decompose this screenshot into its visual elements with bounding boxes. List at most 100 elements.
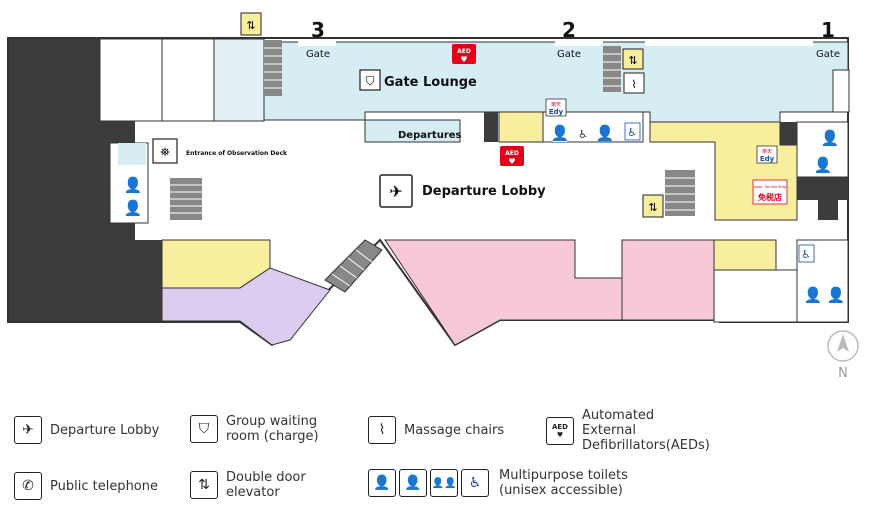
left-dark-block <box>9 39 162 321</box>
lounge-white-2 <box>555 40 603 46</box>
svg-text:楽天: 楽天 <box>762 148 772 155</box>
male-glyph-left: 👤 <box>124 199 143 217</box>
svg-text:♥: ♥ <box>508 157 515 166</box>
female-glyph-center: 👤 <box>596 124 615 142</box>
svg-text:Edy: Edy <box>760 155 775 163</box>
pink-shop-2 <box>621 239 715 321</box>
observation-icon <box>152 138 178 164</box>
group-waiting-glyph: ⛉ <box>365 74 374 88</box>
gate-2-label: Gate <box>557 49 581 60</box>
legend-phone-text: Public telephone <box>50 478 158 494</box>
accessible-toilet-icon: ♿ <box>461 469 489 497</box>
svg-text:楽天: 楽天 <box>551 101 561 108</box>
legend-elevator-line2: elevator <box>226 485 280 500</box>
stairs-lobby-right <box>665 170 695 216</box>
gate-3-label: Gate <box>306 49 330 60</box>
baby-glyph-center: ♿ <box>578 128 588 141</box>
aed-badge-lounge: AED ♥ <box>452 44 476 64</box>
legend-toilet-line2: (unisex accessible) <box>499 483 623 498</box>
accessible-glyph-right: ♿ <box>801 248 811 261</box>
elevator-glyph-lobby: ⇅ <box>648 201 657 214</box>
male-glyph-center: 👤 <box>551 124 570 142</box>
departures-label: Departures <box>398 130 462 141</box>
room-right-bottom-2 <box>713 269 798 323</box>
svg-text:Japan. Tax-free Shop: Japan. Tax-free Shop <box>753 185 787 189</box>
massage-chair-icon: ⌇ <box>368 416 396 444</box>
purple-shop <box>161 267 331 346</box>
elevator-glyph-lounge: ⇅ <box>628 54 637 67</box>
massage-icon <box>623 72 645 94</box>
observation-glyph: ⛯ <box>160 145 170 159</box>
gate-3-number: 3 <box>311 18 325 42</box>
phone-icon: ✆ <box>14 472 42 500</box>
dark-block-right-2 <box>780 122 797 145</box>
legend-elevator-line1: Double door <box>226 470 306 485</box>
elevator-icon-top <box>240 12 262 36</box>
female-glyph-left: 👤 <box>124 176 143 194</box>
gate-2-number: 2 <box>562 18 576 42</box>
gate-1-number: 1 <box>821 18 835 42</box>
lounge-right-box <box>832 69 850 113</box>
group-waiting-icon <box>359 69 381 91</box>
edy-badge-center: 楽天 Edy <box>545 98 567 117</box>
legend-elevator: ⇅ Double door elevator <box>190 470 306 500</box>
legend-toilets: 👤 👤 👤👤 ♿ Multipurpose toilets (unisex ac… <box>368 468 628 498</box>
room-left-1 <box>99 38 163 122</box>
accessible-icon-right <box>798 244 815 263</box>
legend-departure-lobby: ✈ Departure Lobby <box>14 416 159 444</box>
male-glyph-right-bottom: 👤 <box>827 286 846 304</box>
stairs-lounge-left <box>264 40 282 96</box>
svg-text:免税店: 免税店 <box>758 192 782 202</box>
departure-lobby-label: Departure Lobby <box>422 184 546 199</box>
yellow-shop-1 <box>498 111 544 143</box>
toilet-male-icon-center <box>553 122 567 142</box>
gate-lounge-label: Gate Lounge <box>384 75 477 90</box>
female-glyph-right: 👤 <box>814 156 833 174</box>
observation-label: Entrance of Observation Deck <box>186 150 288 157</box>
legend-aed-line1: Automated <box>582 408 655 423</box>
massage-glyph: ⌇ <box>631 78 636 91</box>
departure-lobby-icon: ✈ <box>14 416 42 444</box>
svg-text:AED: AED <box>457 48 471 55</box>
floor-map: 3 Gate 2 Gate 1 Gate ⛉ Gate Lounge Depar… <box>7 12 859 380</box>
elevator-icon-lounge <box>622 48 644 70</box>
legend: ✈ Departure Lobby ⛉ Group waiting room (… <box>0 400 880 516</box>
legend-massage-text: Massage chairs <box>404 422 505 438</box>
group-waiting-legend-icon: ⛉ <box>190 415 218 443</box>
toilet-icon-group: 👤 👤 👤👤 ♿ <box>368 469 489 497</box>
lounge-white-1 <box>298 40 336 46</box>
male-toilet-icon: 👤 <box>368 469 396 497</box>
elevator-glyph-top: ⇅ <box>246 19 255 32</box>
legend-aed: AED♥ Automated External Defibrillators(A… <box>546 408 710 453</box>
departure-icon-box <box>379 174 413 208</box>
female-toilet-icon: 👤 <box>399 469 427 497</box>
dark-block-right <box>797 177 848 220</box>
male-glyph-right: 👤 <box>821 129 840 147</box>
female-glyph-right-bottom: 👤 <box>804 286 823 304</box>
legend-phone: ✆ Public telephone <box>14 472 158 500</box>
lounge-white-3 <box>645 40 813 46</box>
edy-badge-right: 楽天 Edy <box>756 145 778 164</box>
legend-massage: ⌇ Massage chairs <box>368 416 504 444</box>
accessible-glyph-center: ♿ <box>627 126 637 139</box>
svg-text:Edy: Edy <box>549 108 564 116</box>
svg-text:AED: AED <box>505 150 519 157</box>
stairs-left-top <box>118 143 146 165</box>
aed-badge-lobby: AED ♥ <box>500 146 524 166</box>
svg-text:♥: ♥ <box>460 55 467 64</box>
yellow-shop-4 <box>713 239 777 271</box>
legend-group-waiting-line2: room (charge) <box>226 429 319 444</box>
compass-label: N <box>838 366 848 380</box>
accessible-icon-center <box>624 122 641 141</box>
unisex-toilet-icon: 👤👤 <box>430 469 458 497</box>
compass: N <box>827 330 859 380</box>
legend-group-waiting: ⛉ Group waiting room (charge) <box>190 414 319 444</box>
room-left-2 <box>161 38 215 122</box>
stairs-lounge-right <box>603 46 621 92</box>
aed-legend-icon: AED♥ <box>546 416 574 445</box>
legend-toilet-line1: Multipurpose toilets <box>499 468 628 483</box>
departure-plane-icon: ✈ <box>389 182 402 201</box>
legend-departure-lobby-text: Departure Lobby <box>50 422 160 438</box>
legend-group-waiting-line1: Group waiting <box>226 414 318 429</box>
dark-pillar <box>484 112 498 142</box>
